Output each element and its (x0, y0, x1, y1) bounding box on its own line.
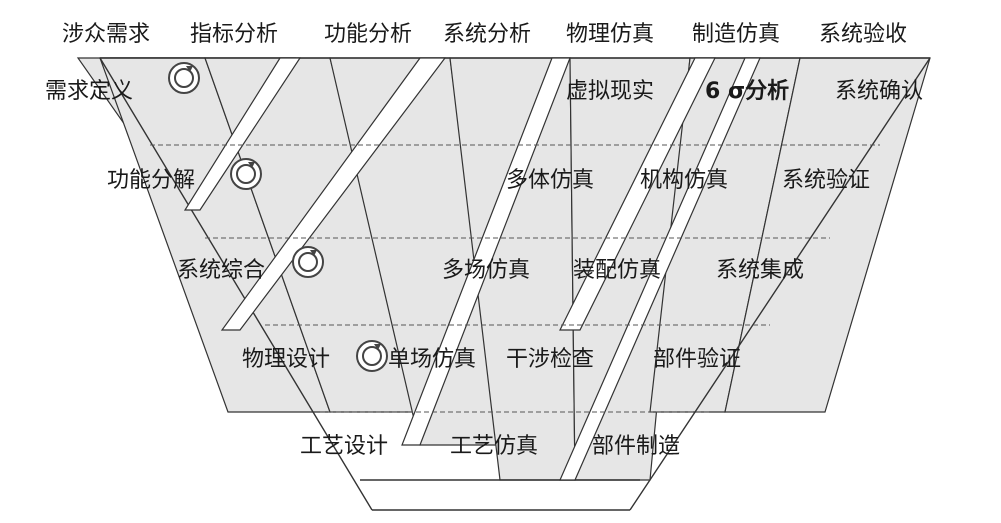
left-stage-5: 工艺设计 (300, 434, 389, 459)
cycle-icon (168, 62, 200, 94)
right-stage-3: 系统集成 (716, 258, 805, 283)
gap-5 (559, 57, 761, 481)
grid-mechanism-sim: 机构仿真 (640, 168, 729, 193)
header-col-7: 系统验收 (819, 22, 908, 47)
gap-3 (401, 57, 571, 446)
gap-4 (559, 57, 716, 331)
cycle-icon (292, 246, 324, 278)
cycle-icon (356, 340, 388, 372)
header-col-3: 功能分析 (324, 22, 413, 47)
grid-assembly-sim: 装配仿真 (573, 258, 662, 283)
left-stage-1: 需求定义 (45, 79, 134, 104)
cycle-icon (230, 158, 262, 190)
v-left-edge (99, 57, 373, 511)
left-stage-4: 物理设计 (242, 347, 331, 372)
grid-multibody-sim: 多体仿真 (506, 168, 595, 193)
grid-singlefield-sim: 单场仿真 (388, 347, 477, 372)
gap-1 (183, 57, 302, 211)
grid-process-sim: 工艺仿真 (450, 434, 539, 459)
header-col-5: 物理仿真 (566, 22, 655, 47)
right-stage-2: 系统验证 (782, 168, 871, 193)
header-col-1: 涉众需求 (62, 22, 151, 47)
left-stage-2: 功能分解 (107, 168, 196, 193)
right-stage-1: 系统确认 (835, 79, 924, 104)
header-col-2: 指标分析 (190, 22, 279, 47)
right-stage-4: 部件验证 (653, 347, 742, 372)
grid-multifield-sim: 多场仿真 (442, 258, 531, 283)
header-col-4: 系统分析 (443, 22, 532, 47)
grid-virtual-reality: 虚拟现实 (566, 79, 655, 104)
v-right-edge (629, 57, 931, 511)
header-col-6: 制造仿真 (692, 22, 781, 47)
grid-six-sigma: 6 σ分析 (705, 79, 790, 104)
left-stage-3: 系统综合 (177, 258, 266, 283)
right-stage-5: 部件制造 (592, 434, 681, 459)
gap-2 (220, 57, 447, 331)
grid-interference-check: 干涉检查 (506, 347, 595, 372)
